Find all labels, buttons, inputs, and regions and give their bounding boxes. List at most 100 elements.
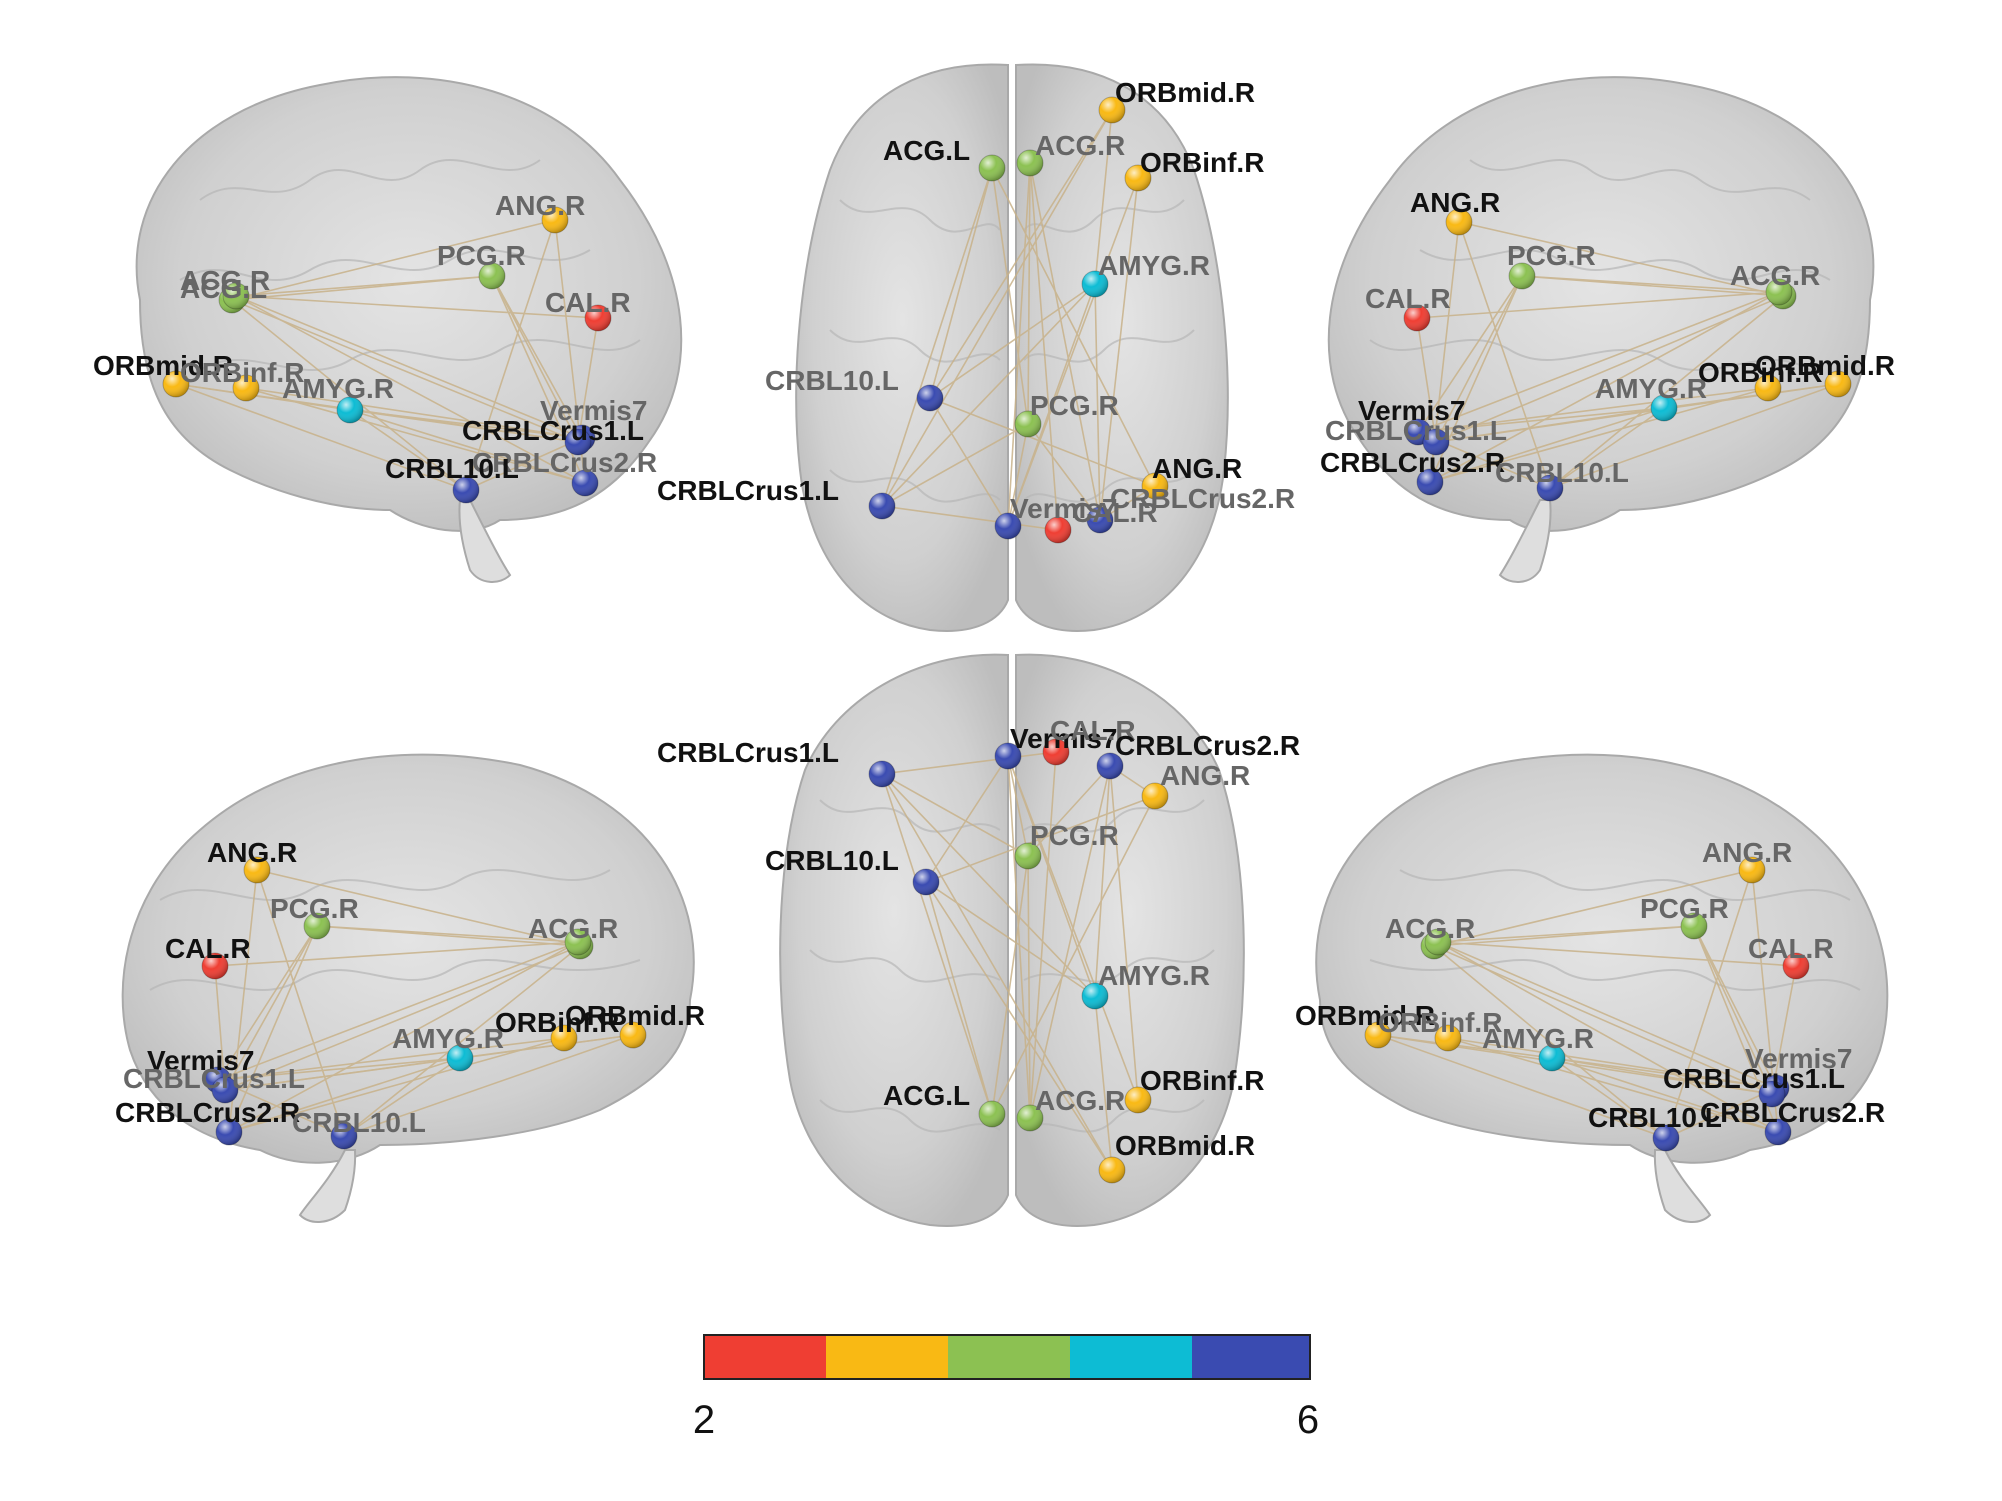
node-CAL.R [1403, 304, 1431, 332]
label-amyg-r: AMYG.R [1595, 373, 1707, 404]
label-ang-r: ANG.R [1410, 187, 1500, 218]
label-acg-r: ACG.R [1385, 913, 1475, 944]
edge-ACG.L-ANG.R [1433, 869, 1753, 947]
label-crblcrus1-l: CRBLCrus1.L [1663, 1063, 1845, 1094]
edge-AMYG.R-ORBmid.R [1663, 383, 1839, 409]
node-CAL.R [1044, 516, 1072, 544]
label-orbmid-r: ORBmid.R [1755, 350, 1895, 381]
edge-ORBinf.R-CRBLCrus2.R [245, 387, 586, 484]
edge-ANG.R-CRBL10.L [256, 869, 345, 1137]
node-Vermis7 [994, 512, 1022, 540]
edge-AMYG.R-CRBL10.L [1551, 1057, 1667, 1139]
label-vermis7: Vermis7 [1010, 493, 1117, 524]
edge-AMYG.R-CRBLCrus1.L [224, 1057, 461, 1091]
label-crblcrus2-r: CRBLCrus2.R [1700, 1097, 1885, 1128]
node-AMYG.R [1081, 982, 1109, 1010]
node-ANG.R [541, 206, 569, 234]
edge-ACG.L-CRBL10.L [1433, 945, 1667, 1139]
edge-PCG.R-CRBLCrus1.L [1693, 925, 1773, 1095]
edge-CRBL10.L-Vermis7 [1665, 1087, 1777, 1139]
node-ACG.L [978, 1100, 1006, 1128]
edge-CAL.R-CRBLCrus1.L [1416, 317, 1437, 443]
label-orbinf-r: ORBinf.R [180, 357, 304, 388]
edge-ACG.R-Vermis7 [1437, 941, 1777, 1089]
label-ang-r: ANG.R [1160, 760, 1250, 791]
node-PCG.R [1014, 410, 1042, 438]
label-acg-r: ACG.R [1035, 130, 1125, 161]
edge-ACG.L-CRBL10.L [231, 299, 467, 491]
label-cal-r: CAL.R [1050, 715, 1136, 746]
node-PCG.R [478, 262, 506, 290]
edge-ACG.R-CAL.R [214, 941, 579, 967]
node-ORBmid.R [619, 1021, 647, 1049]
node-ACG.L [978, 154, 1006, 182]
edge-CAL.R-CRBLCrus1.L [881, 505, 1059, 531]
edge-ACG.R-Vermis7 [217, 941, 579, 1081]
node-ORBmid.R [1824, 370, 1852, 398]
label-acg-l: ACG.L [883, 135, 970, 166]
label-orbmid-r: ORBmid.R [1115, 1130, 1255, 1161]
edge-ACG.L-CRBLCrus1.L [881, 773, 993, 1115]
edge-AMYG.R-CRBL10.L [929, 283, 1096, 399]
node-CRBLCrus2.R [1096, 752, 1124, 780]
label-amyg-r: AMYG.R [1482, 1023, 1594, 1054]
node-ORBmid.R [162, 370, 190, 398]
edge-PCG.R-CRBLCrus1.L [881, 773, 1029, 857]
label-orbmid-r: ORBmid.R [565, 1000, 705, 1031]
brain-sagittal-top-right [1327, 76, 1875, 583]
edge-ACG.R-Vermis7 [1417, 291, 1780, 433]
edge-ANG.R-CRBL10.L [465, 219, 556, 491]
edge-ORBinf.R-Vermis7 [1007, 755, 1139, 1101]
edge-AMYG.R-CRBLCrus2.R [1429, 407, 1665, 483]
node-PCG.R [1508, 262, 1536, 290]
node-ACG.R [222, 282, 250, 310]
edge-ACG.L-CRBL10.L [1549, 295, 1784, 489]
label-crbl10-l: CRBL10.L [292, 1107, 426, 1138]
brain-sagittal-bottom-right [1315, 753, 1889, 1223]
label-ang-r: ANG.R [1152, 453, 1242, 484]
node-ORBmid.R [1364, 1021, 1392, 1049]
node-CRBLCrus1.L [868, 760, 896, 788]
edge-ANG.R-CRBL10.L [925, 795, 1156, 883]
node-CRBL10.L [452, 476, 480, 504]
edge-ACG.L-CRBLCrus1.L [224, 945, 581, 1091]
edge-ACG.R-PCG.R [235, 275, 493, 297]
edge-ACG.R-CRBLCrus2.R [235, 295, 586, 484]
node-labels: ANG.R PCG.R ACG.R ACG.L CAL.R ORBmid.R O… [93, 77, 1895, 1161]
edge-ACG.R-CAL.R [1437, 941, 1797, 967]
colorbar-seg-3 [948, 1335, 1070, 1379]
label-acg-r: ACG.R [180, 265, 270, 296]
colorbar-seg-5 [1192, 1335, 1310, 1379]
edge-AMYG.R-CRBL10.L [343, 1057, 461, 1137]
edge-ACG.L-ANG.R [991, 795, 1156, 1115]
label-crblcrus1-l: CRBLCrus1.L [1325, 415, 1507, 446]
node-ORBmid.R [1098, 96, 1126, 124]
edge-ACG.R-PCG.R [1027, 162, 1031, 425]
node-AMYG.R [446, 1044, 474, 1072]
edge-ORBmid.R-CRBL10.L [925, 881, 1113, 1171]
edge-AMYG.R-CRBL10.L [349, 409, 467, 491]
node-PCG.R [303, 912, 331, 940]
edge-ACG.R-CAL.R [235, 295, 599, 319]
edge-AMYG.R-Vermis7 [1551, 1057, 1777, 1089]
edge-PCG.R-CRBLCrus1.L [1435, 275, 1523, 443]
edge-ACG.L-ANG.R [1458, 221, 1784, 297]
label-pcg-r: PCG.R [1640, 893, 1729, 924]
edge-ACG.L-ANG.R [231, 219, 556, 301]
label-vermis7: Vermis7 [1010, 723, 1117, 754]
edge-ORBinf.R-CRBLCrus2.R [1447, 1037, 1779, 1133]
label-vermis7: Vermis7 [1745, 1043, 1852, 1074]
node-PCG.R [1014, 842, 1042, 870]
edge-ORBinf.R-CRBLCrus2.R [1109, 765, 1139, 1101]
colorbar: 2 6 [693, 1334, 1319, 1442]
edge-ACG.L-CRBL10.L [925, 881, 993, 1115]
edge-ACG.R-CRBLCrus2.R [1429, 291, 1780, 483]
node-ACG.R [564, 928, 592, 956]
node-CRBLCrus2.R [1086, 506, 1114, 534]
label-cal-r: CAL.R [545, 287, 631, 318]
label-acg-r: ACG.R [528, 913, 618, 944]
label-vermis7: Vermis7 [147, 1045, 254, 1076]
node-ORBinf.R [1124, 164, 1152, 192]
node-AMYG.R [1538, 1044, 1566, 1072]
label-vermis7: Vermis7 [540, 395, 647, 426]
